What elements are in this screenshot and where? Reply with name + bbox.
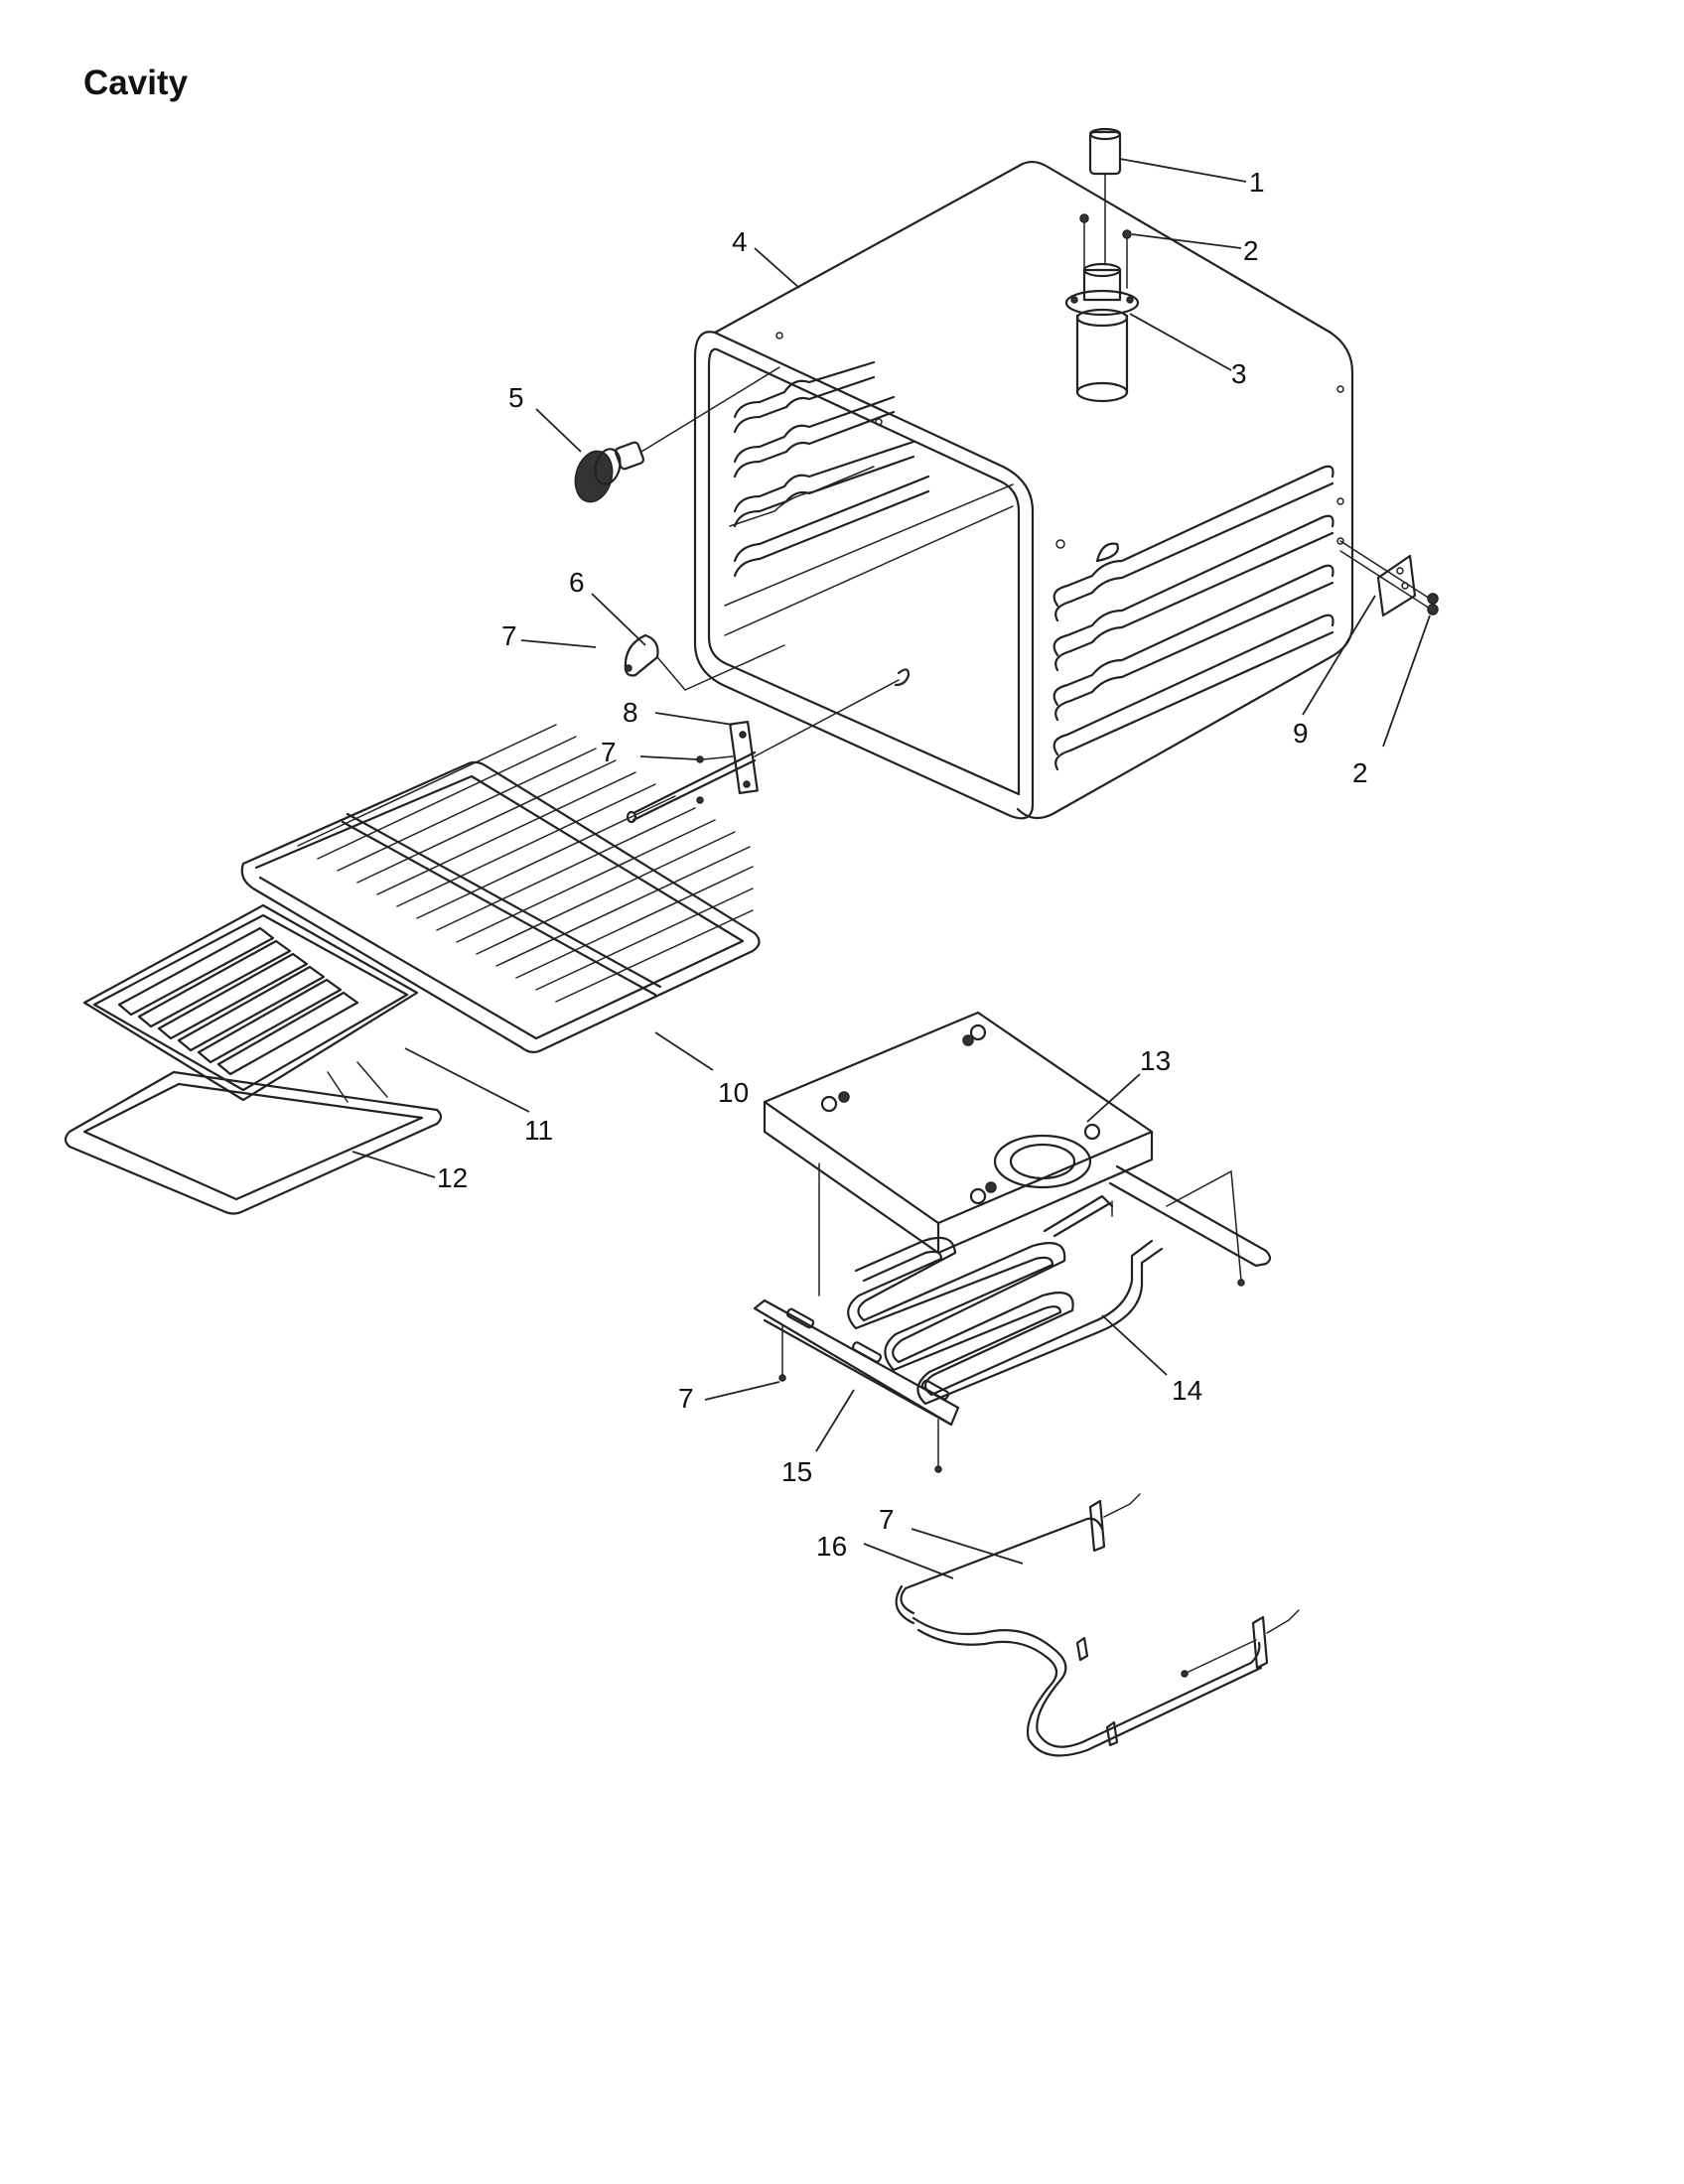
callout-7: 7 <box>879 1504 895 1535</box>
side-bracket <box>1339 540 1439 617</box>
callout-7: 7 <box>678 1383 694 1414</box>
element-support-rail <box>1108 1164 1272 1287</box>
cavity-bottom-plate <box>763 1011 1154 1297</box>
oven-light-socket <box>574 366 780 503</box>
callout-10: 10 <box>718 1077 749 1108</box>
broiler-pan-insert <box>82 903 419 1102</box>
broil-element <box>895 1493 1300 1757</box>
callout-8: 8 <box>623 697 638 728</box>
light-cover <box>624 633 785 691</box>
broiler-pan <box>64 1061 443 1215</box>
callout-6: 6 <box>569 567 585 598</box>
callout-7: 7 <box>501 620 517 651</box>
screws-top <box>1079 213 1132 289</box>
callout-5: 5 <box>508 382 524 413</box>
callout-3: 3 <box>1231 358 1247 389</box>
callout-9: 9 <box>1293 718 1309 749</box>
vent-cap <box>1088 127 1122 176</box>
callout-1: 1 <box>1249 167 1265 198</box>
callout-16: 16 <box>816 1531 847 1562</box>
oven-rack <box>240 724 761 1054</box>
broiler-slots <box>117 926 359 1076</box>
oven-cavity <box>693 160 1354 820</box>
left-rack-guides <box>733 360 930 578</box>
callout-12: 12 <box>437 1162 468 1193</box>
callout-2: 2 <box>1243 235 1259 266</box>
rack-wires <box>297 724 754 1003</box>
callout-13: 13 <box>1140 1045 1171 1076</box>
bake-element <box>847 1194 1164 1406</box>
leader-lines <box>351 158 1431 1579</box>
callout-11: 11 <box>524 1115 553 1146</box>
page-title: Cavity <box>83 64 189 102</box>
callout-2: 2 <box>1352 757 1368 788</box>
callout-7: 7 <box>601 737 617 767</box>
callout-4: 4 <box>732 226 748 257</box>
temperature-sensor <box>626 668 911 824</box>
element-bracket <box>753 1298 960 1473</box>
callout-labels: 1 2 3 4 5 6 7 8 7 9 2 10 11 12 13 14 7 1… <box>437 167 1368 1562</box>
right-rack-guides <box>1052 465 1334 771</box>
callout-15: 15 <box>781 1456 812 1487</box>
callout-14: 14 <box>1172 1375 1202 1406</box>
